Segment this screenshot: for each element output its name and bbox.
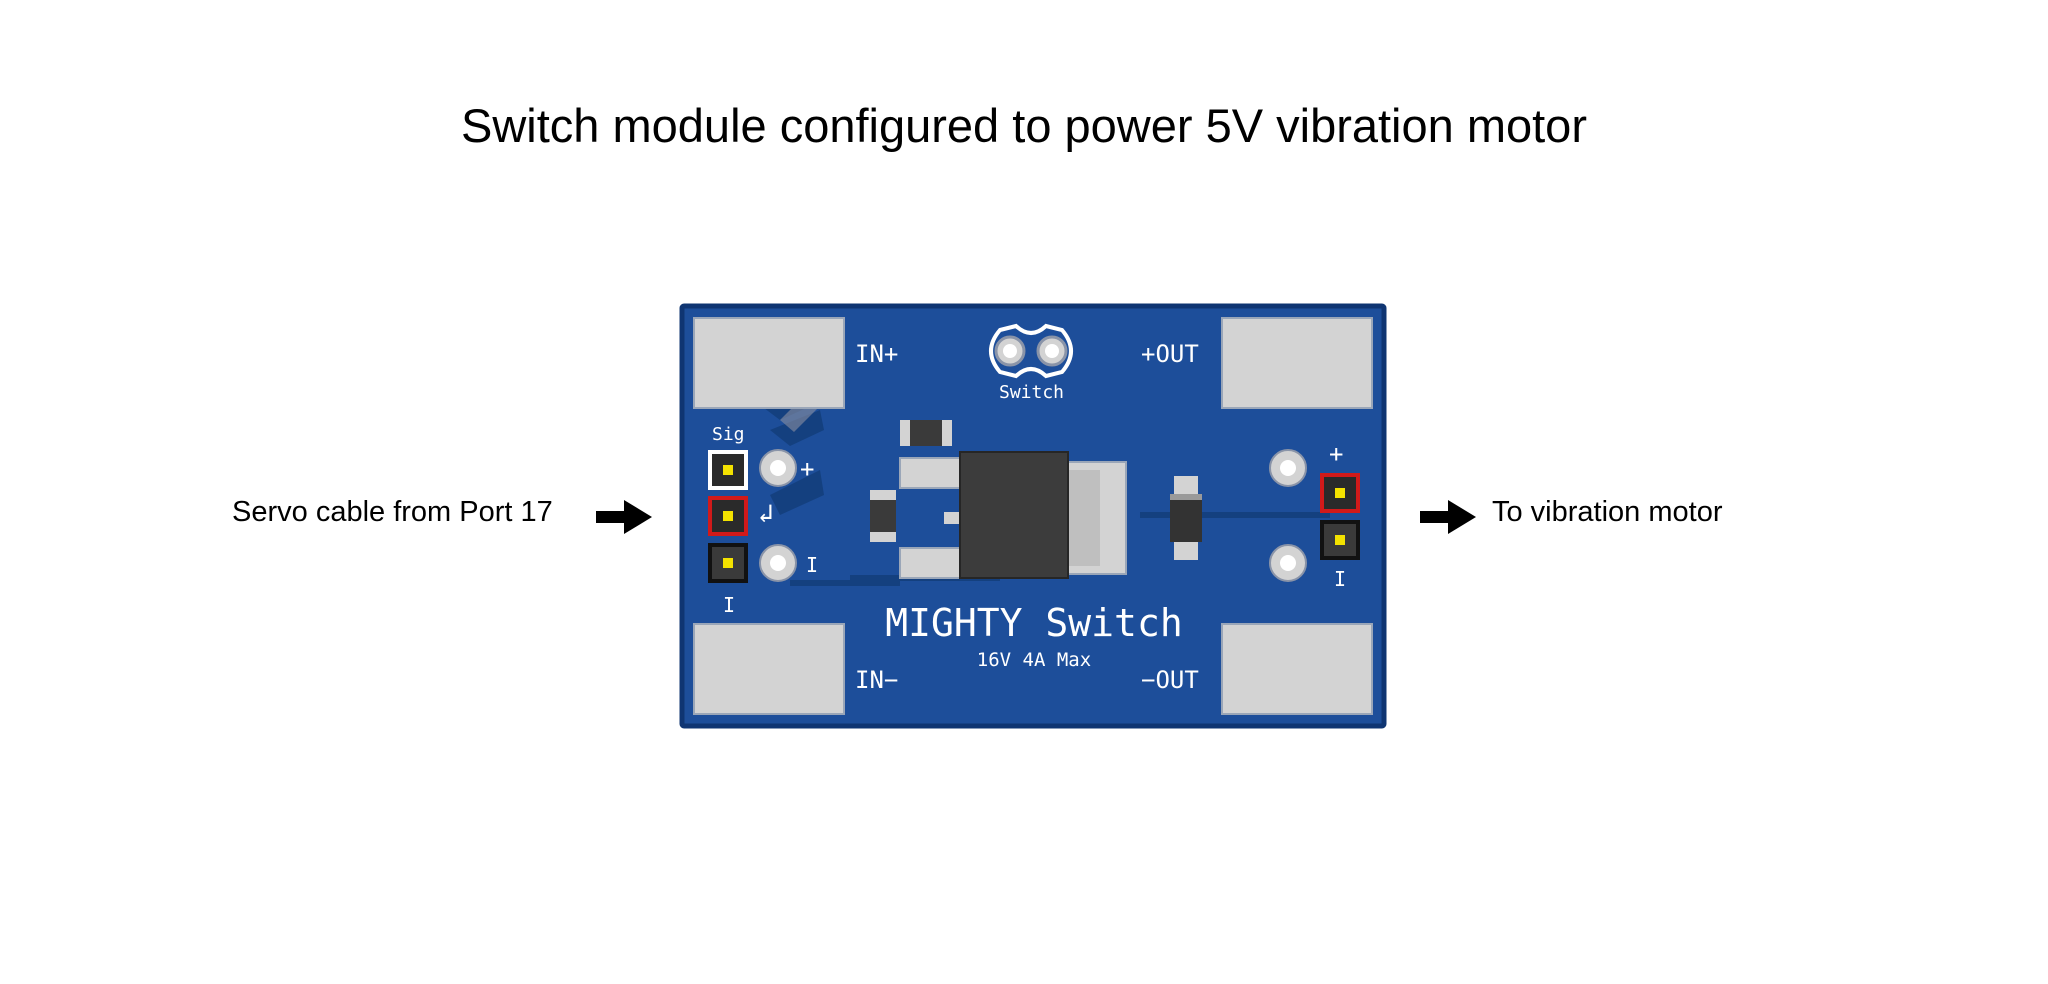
servo-cable-label: Servo cable from Port 17 — [232, 496, 553, 528]
input-minus-mark: I — [806, 553, 818, 577]
input-header — [708, 450, 748, 583]
diode — [1170, 476, 1202, 560]
input-arrow-icon — [596, 500, 652, 534]
board-rating: 16V 4A Max — [977, 649, 1091, 671]
output-power-pin — [1320, 473, 1360, 513]
out-plus-pad — [1221, 317, 1373, 409]
board-name: MIGHTY Switch — [885, 601, 1182, 645]
vibration-motor-label: To vibration motor — [1492, 496, 1723, 528]
smd-resistor — [870, 490, 896, 542]
output-plus-mark: + — [1329, 440, 1343, 468]
signal-pin — [708, 450, 748, 490]
output-arrow-icon — [1420, 500, 1476, 534]
smd-capacitor — [900, 420, 952, 446]
power-pin — [708, 496, 748, 536]
out-minus-pad — [1221, 623, 1373, 715]
in-minus-label: IN− — [855, 666, 898, 694]
in-minus-pad — [693, 623, 845, 715]
switch-label: Switch — [999, 382, 1064, 403]
output-minus-mark: I — [1334, 567, 1346, 591]
sig-label: Sig — [712, 424, 745, 445]
page-title: Switch module configured to power 5V vib… — [461, 99, 1587, 152]
out-plus-label: +OUT — [1141, 340, 1199, 368]
switch-connector — [989, 323, 1073, 379]
mosfet-package — [899, 451, 1127, 579]
input-ground-mark: I — [723, 593, 735, 617]
input-plus-mark: + — [800, 455, 814, 483]
in-plus-pad — [693, 317, 845, 409]
in-plus-label: IN+ — [855, 340, 898, 368]
out-minus-label: −OUT — [1141, 666, 1199, 694]
return-mark: ↲ — [758, 499, 774, 529]
output-header — [1320, 473, 1360, 560]
